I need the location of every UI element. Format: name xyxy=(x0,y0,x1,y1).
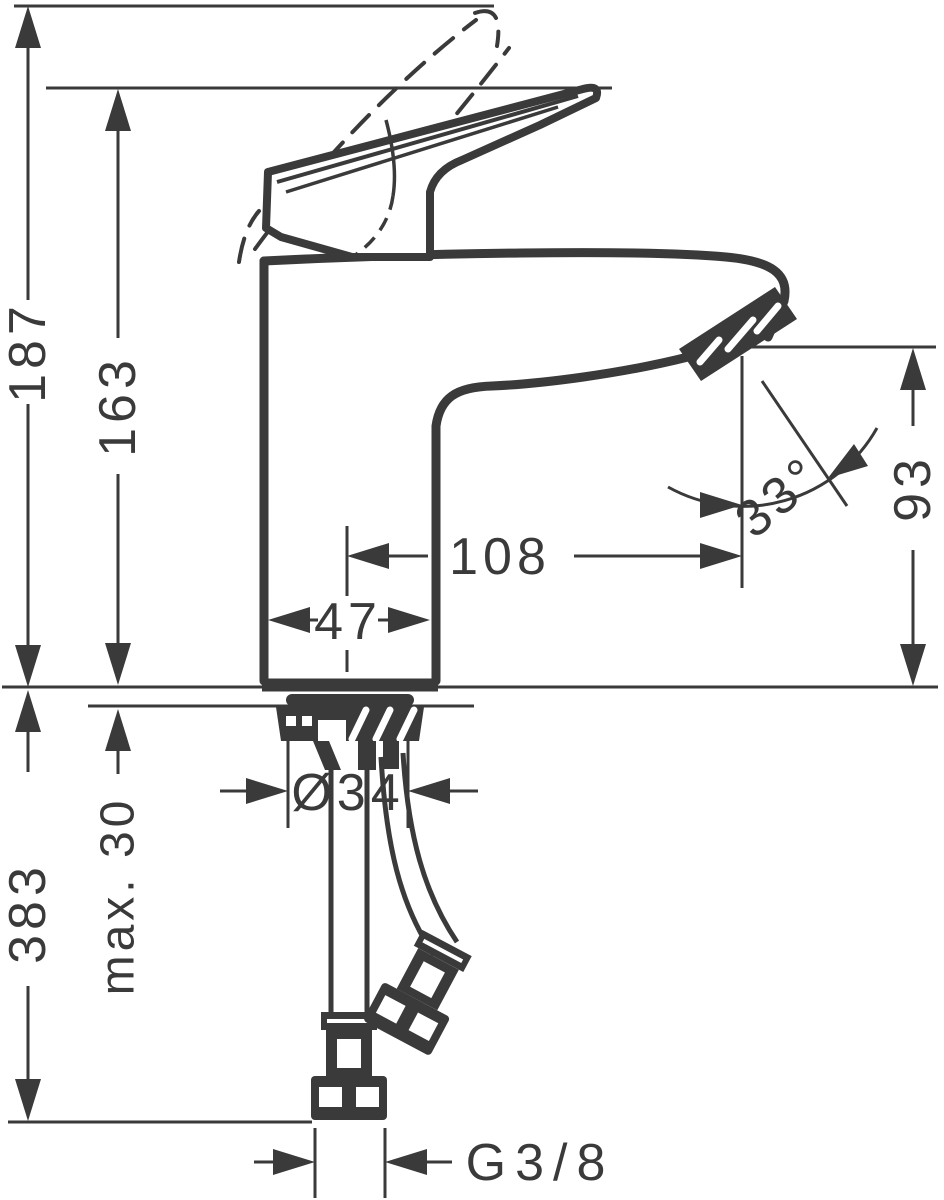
dim-below-deck-depth: 383 xyxy=(0,690,57,1121)
arrow-left-icon xyxy=(385,1149,427,1175)
spout-underside-and-right-edge xyxy=(431,352,693,686)
arrow-right-icon xyxy=(388,607,430,633)
arrow-up-icon xyxy=(105,709,131,751)
handle-lever xyxy=(262,83,602,261)
hose-connector xyxy=(311,1012,387,1120)
mounting-leg-middle xyxy=(358,741,376,770)
arrow-down-icon xyxy=(900,644,926,686)
ref-ticks-thread xyxy=(313,1128,387,1198)
arrow-up-icon xyxy=(15,6,41,48)
dim-max-mounting-thickness: max. 30 xyxy=(92,709,145,995)
reference-lines xyxy=(2,4,938,1198)
arrow-left-icon xyxy=(268,607,310,633)
arrow-right-icon xyxy=(700,492,742,518)
arrow-up-icon xyxy=(15,690,41,732)
arrow-left-icon xyxy=(347,543,389,569)
supply-hose-angled xyxy=(364,752,472,1055)
dim-label-body-width: 47 xyxy=(314,593,382,651)
arrow-down-left-icon xyxy=(828,444,868,478)
dim-handle-height: 163 xyxy=(89,89,147,685)
spout-top-edge xyxy=(259,248,790,342)
mounting-assembly xyxy=(262,678,438,770)
dim-outlet-height: 93 xyxy=(884,348,942,686)
handle-outline xyxy=(262,83,602,261)
mounting-leg-left xyxy=(313,741,341,770)
arrow-right-icon xyxy=(273,1149,315,1175)
hose-connector xyxy=(364,929,472,1055)
aerator-hatch xyxy=(696,302,782,366)
dim-label-max-mounting-thickness: max. 30 xyxy=(92,797,145,996)
arrow-right-icon xyxy=(246,778,288,804)
handle-top-inner-line-2 xyxy=(285,105,559,194)
nut-hatch xyxy=(348,706,418,743)
supply-hose-vertical xyxy=(311,770,387,1120)
handle-dome-edge xyxy=(384,119,397,197)
dim-connection-thread: G3/8 xyxy=(254,1134,615,1192)
dim-total-height: 187 xyxy=(0,6,57,687)
aerator xyxy=(679,287,797,381)
dim-label-handle-height: 163 xyxy=(89,355,147,457)
arrow-down-icon xyxy=(15,645,41,687)
dim-body-width: 47 xyxy=(268,593,430,651)
hose-lines xyxy=(328,770,370,1014)
dim-label-total-height: 187 xyxy=(0,301,57,403)
dim-spout-reach: 108 xyxy=(347,528,742,586)
dim-label-spout-reach: 108 xyxy=(449,528,551,586)
arrow-down-icon xyxy=(105,643,131,685)
handle-top-inner-line xyxy=(276,94,579,184)
angle-face-line xyxy=(760,380,849,507)
dim-label-below-deck-depth: 383 xyxy=(0,862,57,964)
arrow-up-icon xyxy=(105,89,131,131)
arrow-right-icon xyxy=(700,543,742,569)
dim-shank-diameter: Ø34 xyxy=(220,764,478,822)
mounting-leg-right xyxy=(383,741,399,769)
dim-label-outlet-height: 93 xyxy=(884,454,942,522)
arrow-down-icon xyxy=(15,1079,41,1121)
arrow-left-icon xyxy=(408,778,450,804)
handle-dome-edge-hidden xyxy=(352,195,395,258)
dim-outlet-angle: 33° xyxy=(667,380,879,549)
arrow-up-icon xyxy=(900,348,926,390)
dim-label-connection-thread: G3/8 xyxy=(466,1134,615,1192)
